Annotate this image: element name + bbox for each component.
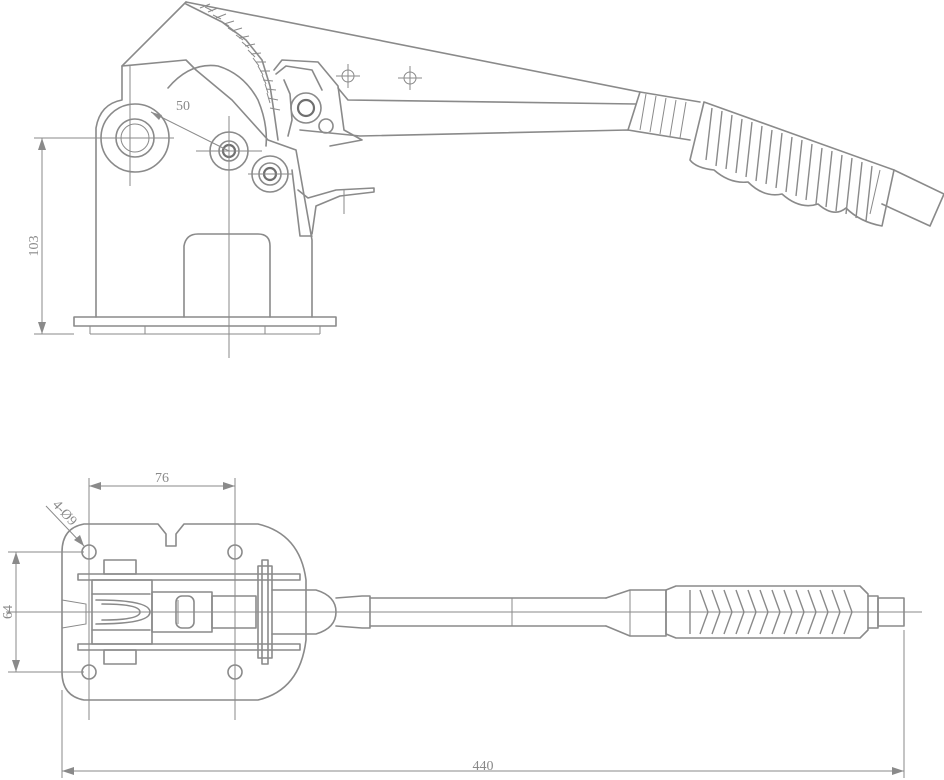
dim-height-103-label: 103: [27, 236, 42, 257]
dim-length-440: 440: [61, 630, 905, 778]
side-return-bracket: [297, 187, 375, 235]
dim-width-76-label: 76: [155, 471, 169, 486]
top-lever: [335, 589, 667, 637]
dim-length-440-label: 440: [473, 759, 494, 774]
side-bracket: [95, 59, 313, 318]
dim-radius-50-label: 50: [176, 99, 190, 114]
side-lever: [121, 1, 701, 147]
dim-height-103: 103: [27, 137, 118, 335]
side-grip: [689, 101, 944, 227]
side-view: 50 103: [27, 1, 944, 358]
top-view: 76 4-Ø9 64 440: [1, 471, 922, 778]
dim-height-64-label: 64: [1, 605, 16, 619]
side-pivot-upper: [290, 92, 334, 134]
side-centerlines: [96, 116, 292, 358]
dim-height-64: 64: [1, 551, 84, 673]
dim-width-76: 76: [88, 471, 236, 720]
side-crosshairs: [336, 64, 422, 90]
side-cam-sector: [167, 3, 281, 147]
dim-radius-50: 50: [150, 99, 230, 152]
side-base-plate: [73, 316, 337, 335]
